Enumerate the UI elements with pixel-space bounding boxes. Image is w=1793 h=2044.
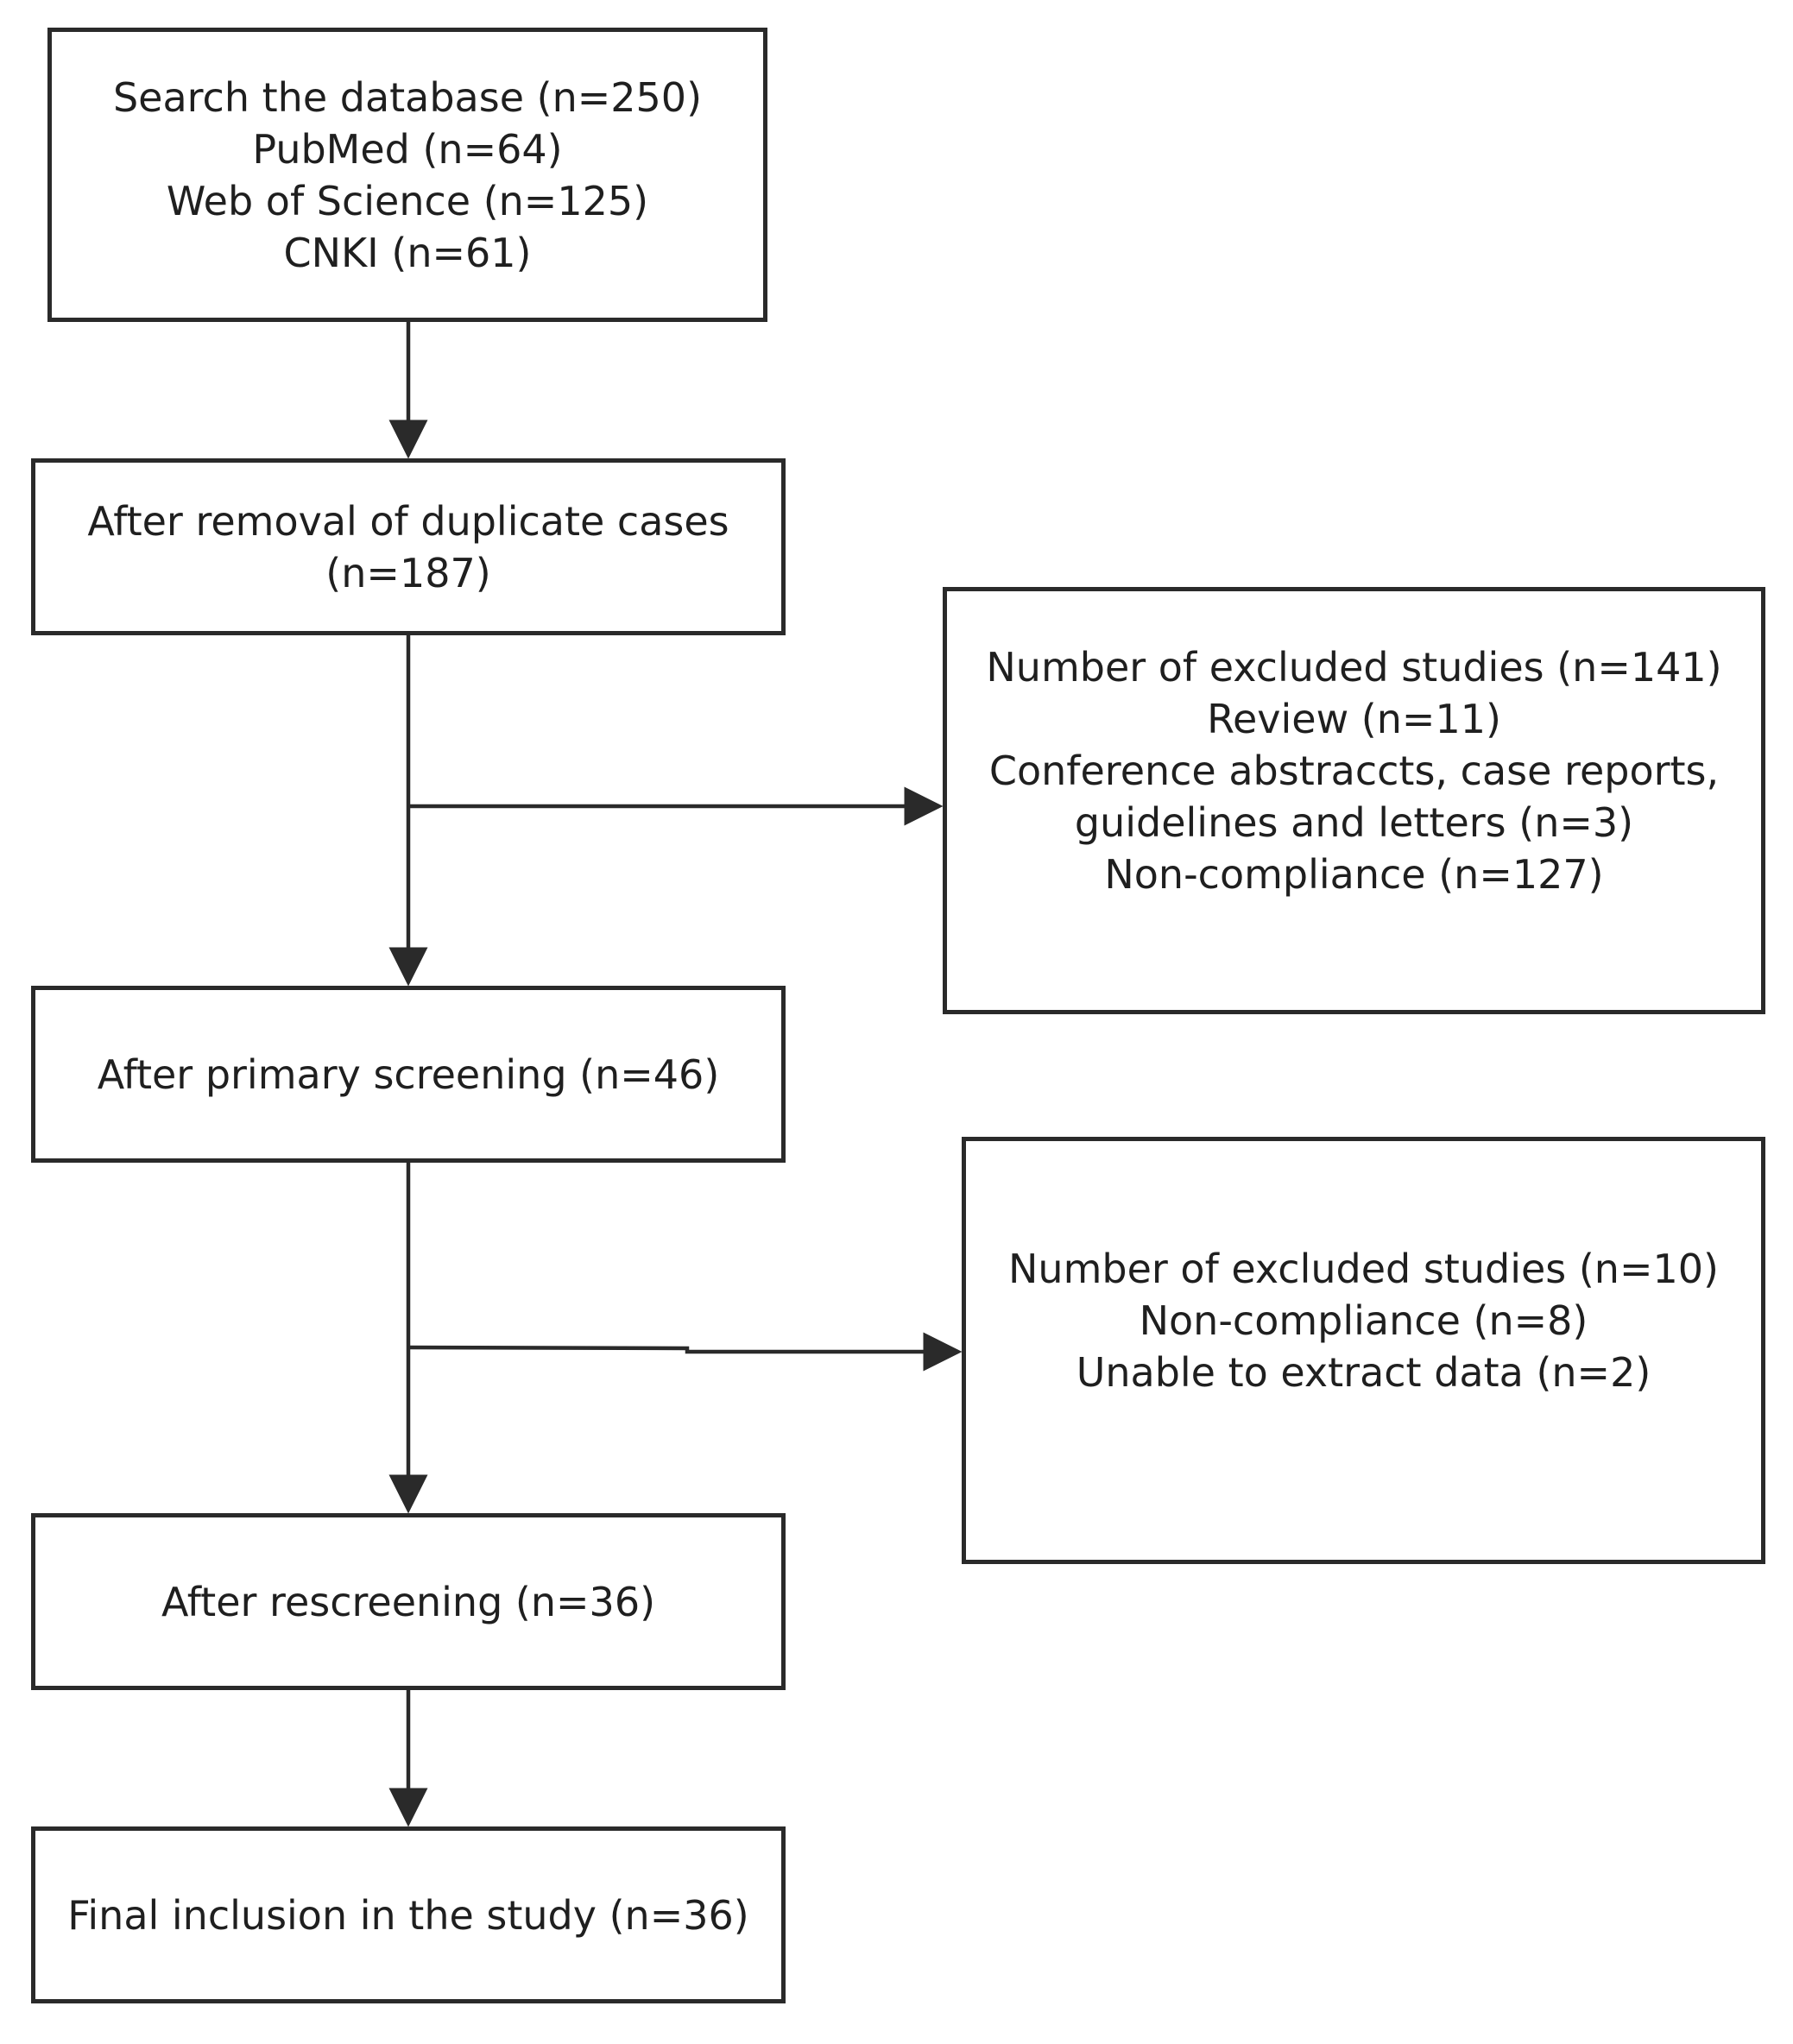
primary-screening-box: After primary screening (n=46) (31, 986, 786, 1163)
excluded-noncompliance-count: Non-compliance (n=127) (1104, 850, 1604, 898)
excluded-conference-label: Conference abstraccts, case reports, (988, 747, 1720, 794)
arrow-to-exclusion-2 (407, 1332, 963, 1372)
final-inclusion-label: Final inclusion in the study (n=36) (67, 1891, 749, 1939)
search-web-of-science-count: Web of Science (n=125) (166, 177, 649, 224)
excluded-review-count: Review (n=11) (1207, 695, 1501, 742)
final-inclusion-box: Final inclusion in the study (n=36) (31, 1826, 786, 2003)
search-cnki-count: CNKI (n=61) (283, 229, 532, 276)
primary-screening-label: After primary screening (n=46) (97, 1050, 720, 1098)
rescreening-box: After rescreening (n=36) (31, 1513, 786, 1690)
excluded-studies-total: Number of excluded studies (n=141) (986, 643, 1722, 691)
exclusion-box-first: Number of excluded studies (n=141) Revie… (943, 587, 1765, 1014)
search-database-total: Search the database (n=250) (112, 73, 703, 121)
search-pubmed-count: PubMed (n=64) (252, 125, 563, 173)
excluded-guidelines-count: guidelines and letters (n=3) (1074, 798, 1634, 846)
excluded-studies-total-second: Number of excluded studies (n=10) (1008, 1245, 1719, 1292)
duplicate-removal-label: After removal of duplicate cases (87, 497, 729, 545)
exclusion-box-second: Number of excluded studies (n=10) Non-co… (962, 1137, 1765, 1564)
duplicate-removal-count: (n=187) (325, 549, 491, 596)
excluded-noncompliance-count-second: Non-compliance (n=8) (1139, 1296, 1588, 1344)
search-database-box: Search the database (n=250) PubMed (n=64… (47, 28, 767, 322)
excluded-no-data-count: Unable to extract data (n=2) (1076, 1348, 1651, 1396)
duplicate-removal-box: After removal of duplicate cases (n=187) (31, 458, 786, 635)
rescreening-label: After rescreening (n=36) (161, 1578, 656, 1625)
